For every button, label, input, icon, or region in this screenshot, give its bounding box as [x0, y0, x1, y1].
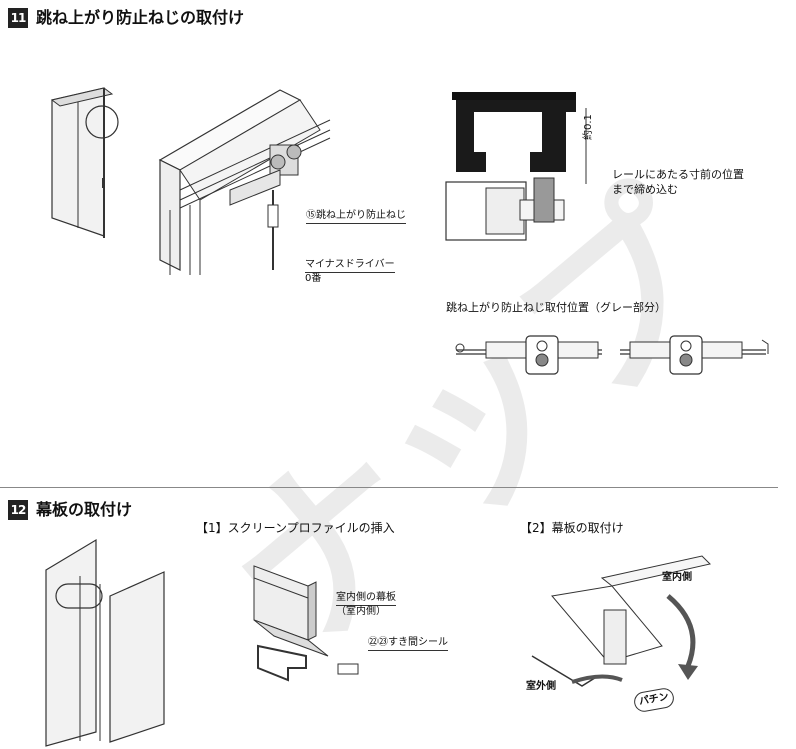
- rail-closeup-figure: [158, 89, 331, 275]
- driver-label: マイナスドライバー: [305, 258, 395, 273]
- screw-label: ⑮跳ね上がり防止ねじ: [306, 209, 406, 224]
- screw-position-left-figure: [455, 335, 602, 375]
- driver-size-label: 0番: [305, 273, 322, 284]
- cross-section-figure: [445, 92, 587, 241]
- screw-position-right-figure: [620, 335, 769, 375]
- inner-board-label-line2: （室内側）: [336, 606, 386, 617]
- section-12-number: 12: [8, 500, 28, 520]
- screw-position-caption: 跳ね上がり防止ねじ取付位置（グレー部分）: [446, 301, 666, 314]
- outdoor-label: 室外側: [526, 681, 556, 692]
- section-11-title: 跳ね上がり防止ねじの取付け: [36, 8, 245, 27]
- step2-title: 【2】幕板の取付け: [520, 521, 624, 535]
- tighten-instruction-line2: まで締め込む: [612, 183, 678, 196]
- section-12-title: 幕板の取付け: [36, 500, 133, 519]
- seal-label: ㉒㉓すき間シール: [368, 636, 448, 651]
- tighten-instruction-line1: レールにあたる寸前の位置: [612, 168, 744, 181]
- indoor-label: 室内側: [662, 572, 692, 583]
- section-11-number: 11: [8, 8, 28, 28]
- door-overview-figure: [50, 87, 119, 238]
- section-divider: [0, 487, 778, 488]
- inner-board-label-line1: 室内側の幕板: [336, 591, 396, 606]
- gap-label: 約0.1: [583, 114, 594, 140]
- fascia-mounting-figure: [531, 555, 711, 687]
- step1-title: 【1】スクリーンプロファイルの挿入: [196, 521, 395, 535]
- profile-insertion-figure: [253, 565, 359, 682]
- opening-overview-figure: [45, 538, 165, 747]
